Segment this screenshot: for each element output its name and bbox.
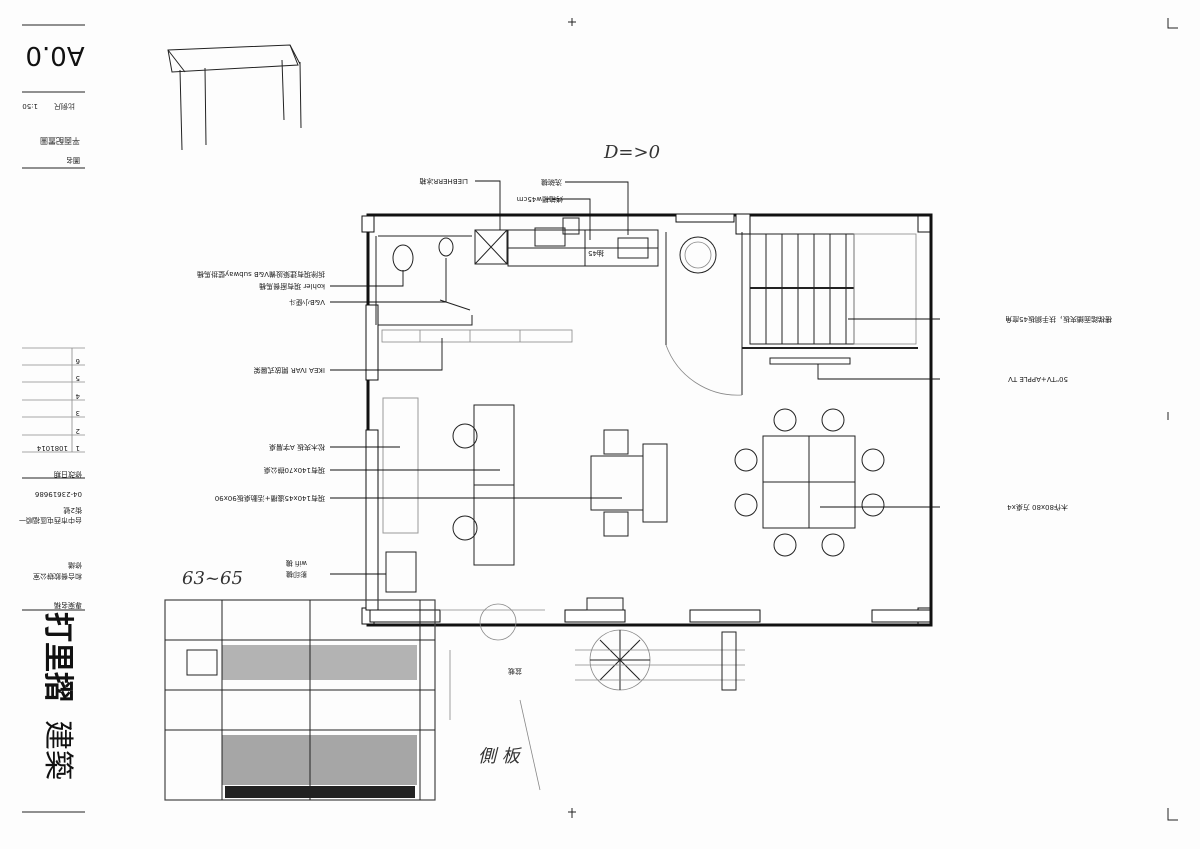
- revision-table: 6 5 4 3 2 1 1081014: [22, 347, 85, 453]
- label-a-desk: 松木夾板 A字層桌: [269, 443, 325, 452]
- label-printer: 影印機: [286, 570, 307, 579]
- revision-label: 修改日期: [54, 470, 82, 479]
- label-stair: 樓梯踏面鋪夾板，扶手鋼板45度角: [1005, 315, 1112, 324]
- elevation-sketch: [164, 599, 545, 801]
- label-planter: 盆栽: [508, 667, 522, 676]
- label-urinal: V&B小便斗: [289, 298, 325, 307]
- crop-marks: [568, 18, 1178, 821]
- project-label: 專案名稱: [54, 601, 82, 610]
- chair-icon: [452, 515, 478, 541]
- door-swing: [665, 344, 743, 396]
- appliance-icon: [562, 217, 580, 235]
- kitchen-counter: [507, 217, 659, 267]
- title-block: A0.0 比例尺 1:50 平面配置圖 圖名 6 5 4 3 2 1 10810…: [19, 24, 85, 813]
- revision-no: 4: [75, 392, 80, 400]
- revision-no: 2: [76, 427, 80, 435]
- annotation-labels: LIEBHERR冰箱 洗碗機 烤箱櫃w45cm 抽45 拆除現有建築設備V&B …: [182, 142, 1112, 767]
- scale-label: 比例尺: [54, 102, 75, 111]
- drawing-name: 平面配置圖: [40, 136, 80, 145]
- office-furniture: [382, 397, 668, 593]
- label-dishwasher: 洗碗機: [541, 178, 562, 187]
- drawing-name-label: 圖名: [66, 156, 80, 165]
- oven-icon: [534, 227, 566, 247]
- tv-icon: [769, 357, 851, 365]
- label-fridge: LIEBHERR冰箱: [419, 177, 468, 186]
- leader-lines: [330, 180, 940, 575]
- printer-icon: [385, 551, 417, 593]
- dining-tables: [734, 408, 885, 557]
- sketch-corner: [167, 44, 302, 151]
- handwritten-dimension: 63~65: [182, 568, 243, 589]
- revision-date: 1081014: [36, 444, 68, 452]
- urinal-icon: [438, 237, 454, 257]
- phone: 04-23619686: [34, 490, 82, 498]
- handwritten-note-top: D=>0: [603, 142, 660, 163]
- label-wifi: wifi 機: [286, 559, 307, 568]
- chair-icon: [452, 423, 478, 449]
- chair-icon: [773, 533, 797, 557]
- revision-no: 6: [75, 357, 80, 365]
- label-oven: 烤箱櫃w45cm: [517, 195, 563, 204]
- address-line-2: 街2號: [64, 506, 82, 515]
- chair-icon: [821, 408, 845, 432]
- handwritten-side-note: 側 板: [478, 746, 523, 767]
- staircase: [742, 233, 918, 349]
- toilet-icon: [392, 244, 414, 272]
- interior-partition: [665, 232, 743, 396]
- scale-value: 1:50: [22, 102, 38, 110]
- label-tv: 50"TV+APPLE TV: [1008, 375, 1068, 383]
- exterior: [479, 597, 745, 691]
- fridge-icon: [474, 229, 508, 265]
- project-name: 和合餐飲辦公室: [33, 572, 82, 581]
- label-toilet-2: 拆除現有建築設備V&B subway壁掛馬桶: [197, 270, 325, 279]
- label-cabinet: 現有140x45邊櫃+活動桌板90x90: [215, 494, 325, 503]
- revision-no: 5: [76, 374, 80, 382]
- revision-no: 1: [76, 444, 80, 452]
- chair-icon: [861, 493, 885, 517]
- sign-icon: [721, 631, 737, 691]
- label-shelf: IKEA IVAR 開放式層架: [254, 366, 325, 375]
- firm-logo: 打里摺: [40, 612, 75, 702]
- sink-icon: [617, 237, 649, 259]
- chair-icon: [821, 533, 845, 557]
- address-line-1: 台中市西屯區福順一: [19, 516, 82, 525]
- revision-no: 3: [76, 409, 80, 417]
- building-walls: [361, 213, 933, 627]
- chair-icon: [773, 408, 797, 432]
- open-shelf: [381, 329, 573, 343]
- chair-icon: [734, 448, 758, 472]
- chair-icon: [861, 448, 885, 472]
- label-office-desk: 現有140x70辦公桌: [264, 466, 325, 475]
- firm-logo-suffix: 建築: [40, 720, 75, 780]
- clock-plant-icon: [679, 236, 717, 274]
- project-type: 修繕: [68, 561, 82, 570]
- sheet-number: A0.0: [25, 40, 84, 70]
- label-toilet-1: kohler 現有廚餐馬桶: [259, 282, 325, 291]
- restroom: [375, 229, 508, 326]
- label-tables: 木作80x80 方桌x4: [1007, 503, 1068, 512]
- chair-icon: [734, 493, 758, 517]
- label-drawer: 抽45: [588, 249, 604, 258]
